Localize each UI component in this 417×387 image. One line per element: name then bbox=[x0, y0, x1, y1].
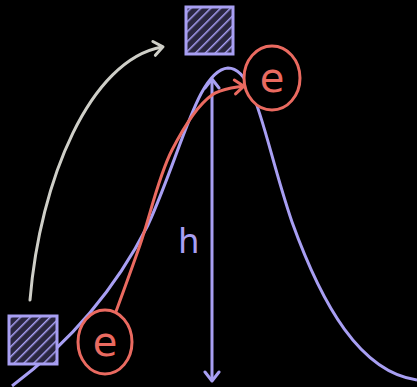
tunneling-arrow bbox=[116, 86, 243, 310]
block-bottom bbox=[9, 316, 57, 364]
circle-shape bbox=[244, 46, 300, 110]
electron-circle: e bbox=[76, 308, 134, 376]
circle-shape bbox=[78, 310, 132, 374]
electron-symbol: e bbox=[260, 58, 285, 98]
block-top bbox=[186, 7, 233, 54]
barrier-curve bbox=[12, 68, 417, 386]
height-arrow bbox=[211, 80, 214, 380]
electron-symbol: e bbox=[93, 322, 118, 362]
classical-arrow bbox=[30, 47, 162, 300]
electron-circle: e bbox=[242, 44, 302, 112]
height-label: h bbox=[178, 224, 200, 258]
